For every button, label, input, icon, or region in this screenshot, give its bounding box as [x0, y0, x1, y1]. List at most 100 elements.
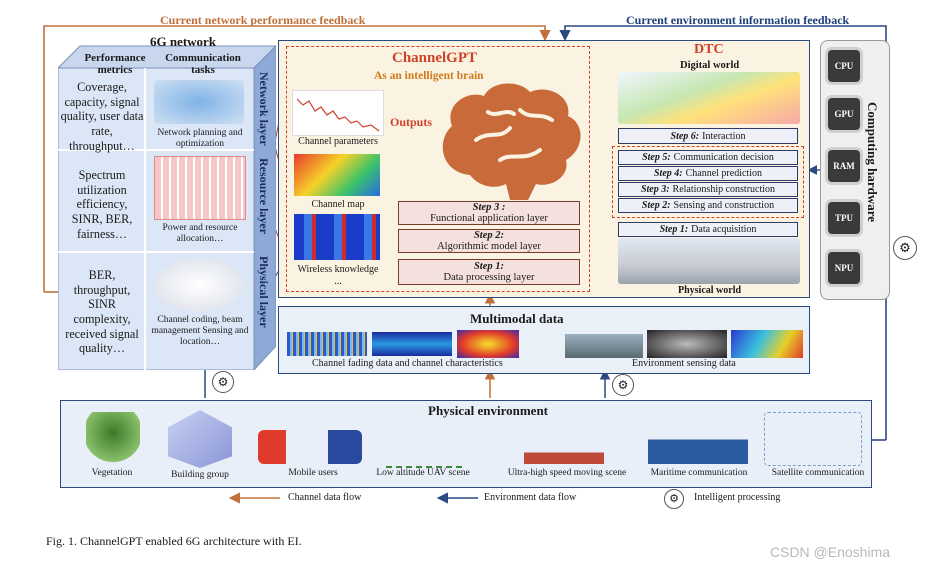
dtc-title: DTC	[694, 42, 724, 57]
dtc-step-4: Step 4: Channel prediction	[618, 166, 798, 181]
channelgpt-step-1-name: Data processing layer	[443, 272, 535, 283]
channel-coding-image	[154, 258, 244, 312]
resource-layer-task: Power and resource allocation…	[162, 223, 238, 244]
dtc-step-1-num: Step 1:	[659, 224, 689, 235]
output-wireless-knowledge: Wireless knowledge	[297, 264, 379, 275]
vegetation-image	[86, 412, 140, 464]
dtc-steps-dashed-group	[612, 146, 804, 218]
wireless-knowledge-image	[294, 214, 380, 260]
dtc-step-2: Step 2: Sensing and construction	[618, 198, 798, 213]
physical-layer-metrics: BER, throughput, SINR complexity, receiv…	[65, 268, 139, 356]
intelligent-processing-icon-mid: ⚙	[612, 374, 634, 396]
ram-chip-icon: RAM	[828, 150, 860, 182]
dtc-step-4-num: Step 4:	[654, 168, 683, 179]
output-channel-parameters: Channel parameters	[298, 136, 378, 147]
intelligent-processing-icon: ⚙	[893, 236, 917, 260]
high-speed-scene-image	[524, 426, 604, 464]
network-6g-title: 6G network	[149, 34, 217, 49]
dtc-step-6-num: Step 6:	[670, 130, 700, 142]
legend-env-flow: Environment data flow	[484, 492, 577, 503]
satellite-image	[764, 412, 862, 466]
channelgpt-step-1-num: Step 1:	[473, 260, 505, 272]
legend-intelligent-icon: ⚙	[664, 489, 684, 509]
channelgpt-step-3-num: Step 3 :	[472, 201, 506, 213]
multimodal-env-caption: Environment sensing data	[632, 358, 736, 369]
channelgpt-step-2: Step 2: Algorithmic model layer	[398, 229, 580, 253]
channelgpt-step-3: Step 3 : Functional application layer	[398, 201, 580, 225]
channelgpt-box	[286, 46, 590, 292]
dtc-step-6: Step 6: Interaction	[618, 128, 798, 144]
output-more: ...	[334, 276, 342, 287]
channelgpt-step-2-name: Algorithmic model layer	[437, 241, 541, 252]
physical-layer-label: Physical layer	[257, 256, 271, 328]
watermark: CSDN @Enoshima	[770, 544, 891, 560]
physical-env-item-mobile-users: Mobile users	[288, 468, 338, 478]
dtc-step-3-num: Step 3:	[640, 184, 670, 195]
resource-layer-label: Resource layer	[257, 158, 271, 235]
physical-env-item-satellite: Satellite communication	[771, 468, 865, 478]
dtc-step-5-num: Step 5:	[642, 152, 671, 163]
dtc-step-4-name: Channel prediction	[685, 168, 762, 179]
channelgpt-step-2-num: Step 2:	[473, 229, 505, 241]
npu-chip-icon: NPU	[828, 252, 860, 284]
power-allocation-image	[154, 156, 246, 220]
multimodal-channel-caption: Channel fading data and channel characte…	[312, 358, 503, 369]
physical-env-item-building-group: Building group	[171, 470, 229, 480]
channelgpt-title: ChannelGPT	[392, 50, 478, 66]
legend-intelligent-processing: Intelligent processing	[694, 492, 781, 503]
network-layer-label: Network layer	[257, 72, 271, 146]
channelgpt-subtitle: As an intelligent brain	[374, 70, 484, 82]
env-sensing-image-3	[731, 330, 803, 358]
resource-layer-metrics: Spectrum utilization efficiency, SINR, B…	[71, 168, 133, 241]
computing-hardware-title: Computing hardware	[865, 102, 880, 223]
physical-env-item-vegetation: Vegetation	[91, 468, 133, 478]
dtc-step-6-name: Interaction	[702, 130, 746, 142]
channelgpt-step-3-name: Functional application layer	[430, 213, 548, 224]
env-sensing-image-2	[647, 330, 727, 358]
channel-map-image	[294, 154, 380, 196]
dtc-physical-world-label: Physical world	[678, 285, 742, 296]
physical-env-item-high-speed: Ultra-high speed moving scene	[507, 468, 627, 478]
col-metrics-header: Performance metrics	[84, 52, 146, 77]
dtc-step-2-num: Step 2:	[641, 200, 671, 211]
gpu-chip-icon: GPU	[828, 98, 860, 130]
physical-layer-task: Channel coding, beam management Sensing …	[151, 315, 249, 347]
dtc-step-3-name: Relationship construction	[672, 184, 776, 195]
output-channel-map: Channel map	[311, 199, 365, 210]
environment-feedback-label: Current environment information feedback	[626, 13, 850, 27]
dtc-step-2-name: Sensing and construction	[673, 200, 775, 211]
digital-world-image	[618, 72, 800, 124]
physical-env-item-maritime: Maritime communication	[650, 468, 748, 478]
network-planning-image	[154, 80, 244, 124]
col-tasks-header: Communication tasks	[165, 52, 241, 77]
outputs-label: Outputs	[390, 115, 433, 129]
channel-fading-image-1	[287, 332, 367, 356]
channel-parameters-chart	[292, 90, 384, 136]
physical-environment-title: Physical environment	[428, 403, 549, 418]
intelligent-processing-icon-left: ⚙	[212, 371, 234, 393]
dtc-step-5-name: Communication decision	[673, 152, 774, 163]
figure-caption: Fig. 1. ChannelGPT enabled 6G architectu…	[46, 534, 302, 548]
network-layer-metrics: Coverage, capacity, signal quality, user…	[60, 80, 144, 153]
legend-channel-flow: Channel data flow	[288, 492, 362, 503]
cpu-chip-icon: CPU	[828, 50, 860, 82]
physical-world-image	[618, 238, 800, 284]
channelgpt-step-1: Step 1: Data processing layer	[398, 259, 580, 285]
network-layer-task: Network planning and optimization	[157, 128, 243, 149]
channel-parameters-plot	[296, 98, 380, 132]
uav-scene-image	[386, 416, 462, 468]
dtc-step-1-name: Data acquisition	[691, 224, 757, 235]
dtc-step-5: Step 5: Communication decision	[618, 150, 798, 165]
physical-env-item-uav: Low altitude UAV scene	[376, 468, 470, 478]
env-sensing-image-1	[565, 334, 643, 358]
dtc-digital-world-label: Digital world	[680, 60, 740, 71]
tpu-chip-icon: TPU	[828, 202, 860, 234]
network-feedback-label: Current network performance feedback	[160, 13, 366, 27]
maritime-image	[648, 410, 748, 464]
channel-fading-image-3	[457, 330, 519, 358]
dtc-step-1: Step 1: Data acquisition	[618, 222, 798, 237]
network-6g-cube: 6G network Performance metrics Communica…	[58, 34, 276, 370]
channel-fading-image-2	[372, 332, 452, 356]
dtc-step-3: Step 3: Relationship construction	[618, 182, 798, 197]
